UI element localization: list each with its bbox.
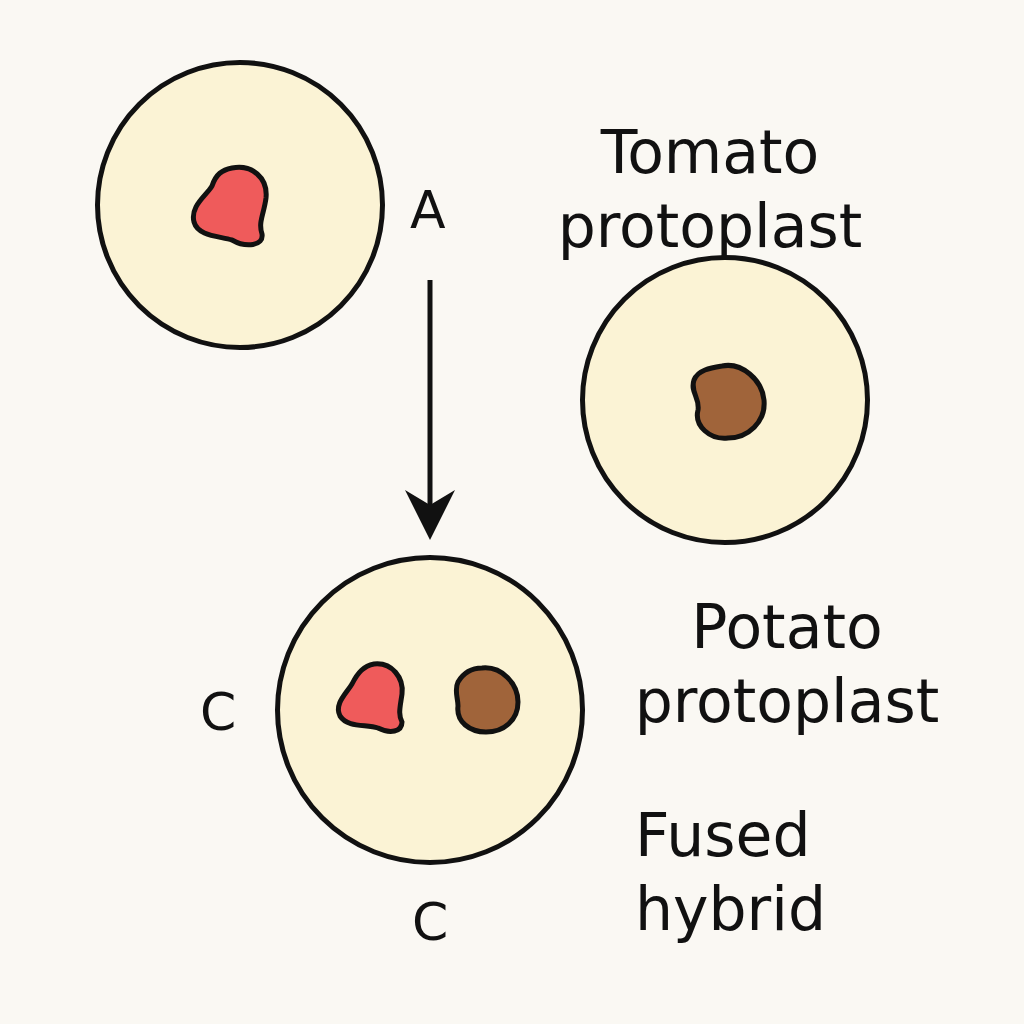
letter-label: C	[200, 682, 236, 742]
process-arrow	[428, 280, 433, 530]
protoplast-label: Potato protoplast	[607, 590, 967, 738]
protoplast-label: Tomato protoplast	[530, 115, 890, 263]
protoplast-circle: Potato protoplast	[580, 255, 870, 545]
protoplast-circle: Tomato protoplast	[95, 60, 385, 350]
protoplast-label: Fused hybrid	[635, 798, 835, 946]
protoplast-circle: Fused hybrid	[275, 555, 585, 865]
letter-label: C	[412, 892, 448, 952]
letter-label: A	[410, 180, 446, 240]
